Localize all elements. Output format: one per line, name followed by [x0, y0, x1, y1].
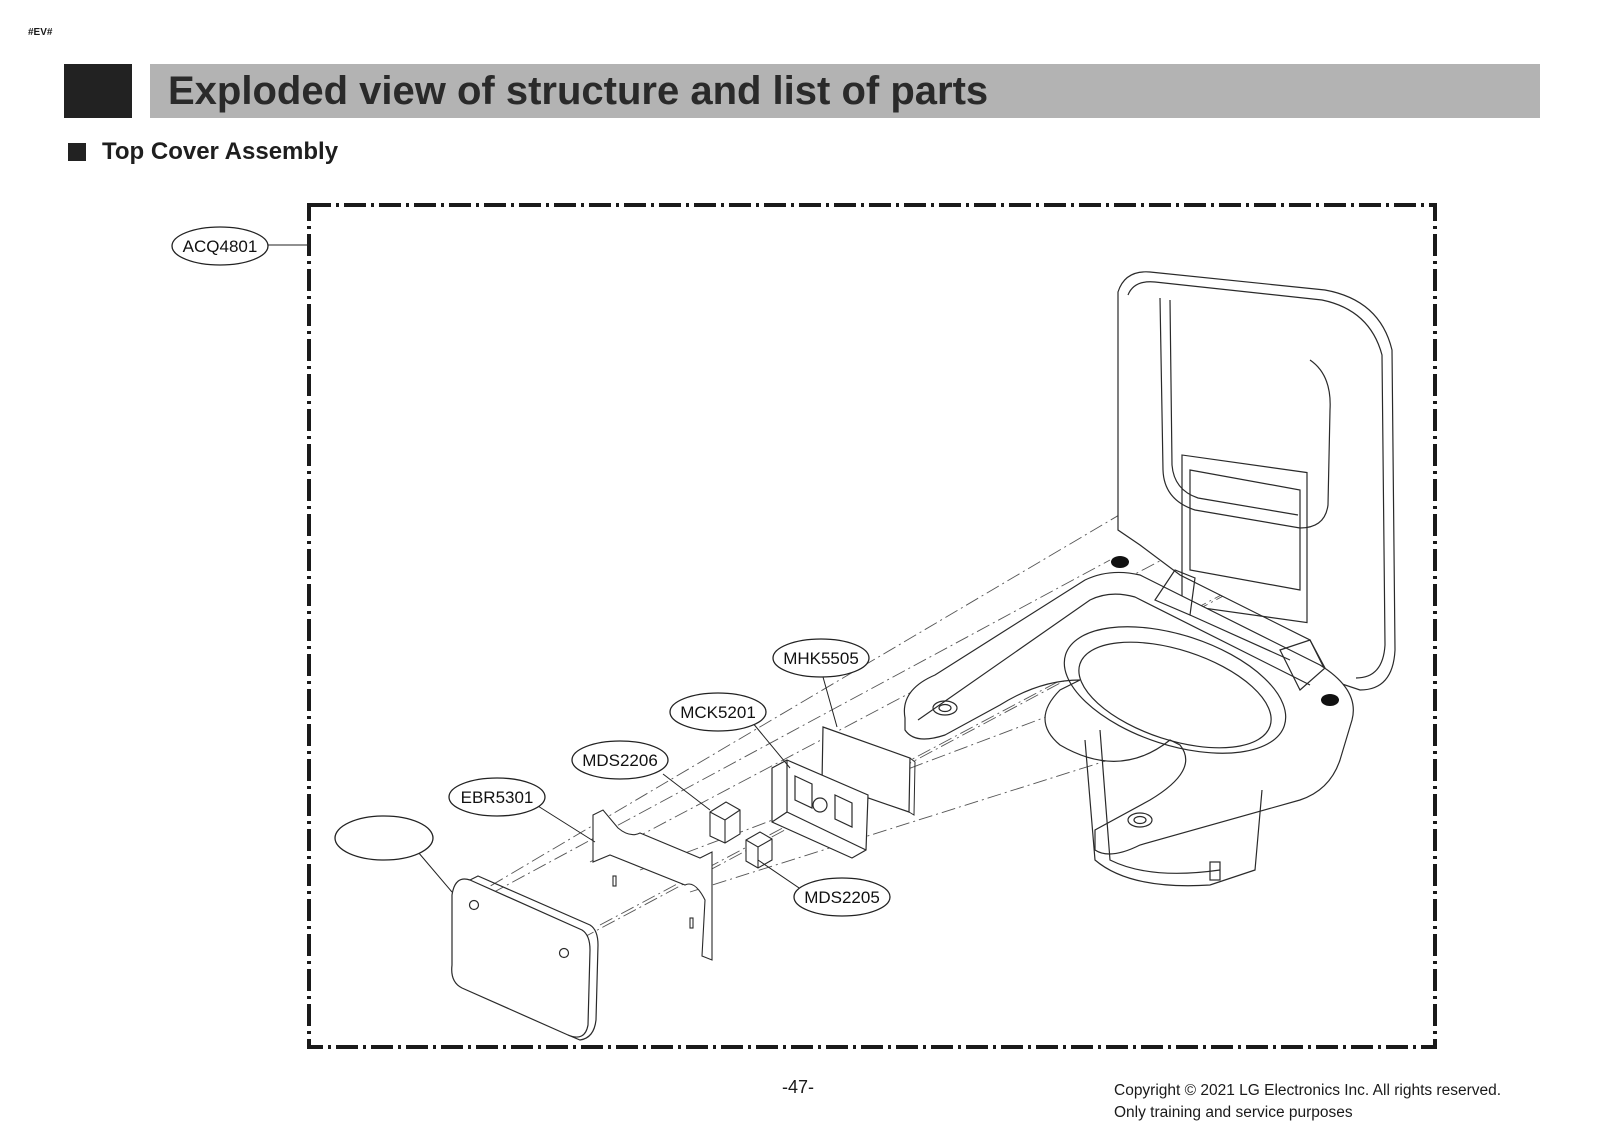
callout-mhk5505-text: MHK5505 [783, 649, 859, 668]
part-mds2206 [709, 801, 741, 844]
page-title: Exploded view of structure and list of p… [168, 69, 989, 113]
callout-mds2205 [793, 877, 891, 917]
copyright-line-2: Only training and service purposes [1114, 1104, 1353, 1121]
section-title: Top Cover Assembly [102, 138, 339, 165]
screw-point-upper [1111, 556, 1129, 568]
document-marker: #EV# [28, 27, 53, 38]
copyright-line-1: Copyright © 2021 LG Electronics Inc. All… [1114, 1082, 1502, 1099]
callout-ebr5301-text: EBR5301 [461, 788, 534, 807]
callout-acq4801 [171, 226, 269, 266]
callout-mds2205-text: MDS2205 [804, 888, 880, 907]
callout-mds2206-text: MDS2206 [582, 751, 658, 770]
section-bullet-icon [68, 143, 86, 161]
part-front-plate [451, 875, 599, 1041]
callout-mds2206 [571, 740, 669, 780]
part-mck5201 [771, 759, 869, 859]
top-cover-lid [1117, 271, 1396, 691]
callout-mck5201 [669, 692, 767, 732]
callout-leaders [417, 676, 838, 893]
part-mds2205 [745, 831, 773, 869]
screw-point-lower [1321, 694, 1339, 706]
title-bar: Exploded view of structure and list of p… [150, 64, 1540, 118]
title-block [64, 64, 132, 118]
callout-mck5201-text: MCK5201 [680, 703, 756, 722]
copyright: Copyright © 2021 LG Electronics Inc. All… [1114, 1080, 1501, 1124]
section-heading: Top Cover Assembly [68, 138, 338, 166]
callout-blank [334, 815, 434, 861]
part-ebr5301 [592, 809, 713, 961]
assembly-frame [307, 203, 1437, 1049]
callout-acq4801-text: ACQ4801 [183, 237, 258, 256]
page-number: -47- [782, 1077, 815, 1097]
callout-mhk5505 [772, 638, 870, 678]
top-cover-base [903, 569, 1354, 887]
callout-ebr5301 [448, 777, 546, 817]
